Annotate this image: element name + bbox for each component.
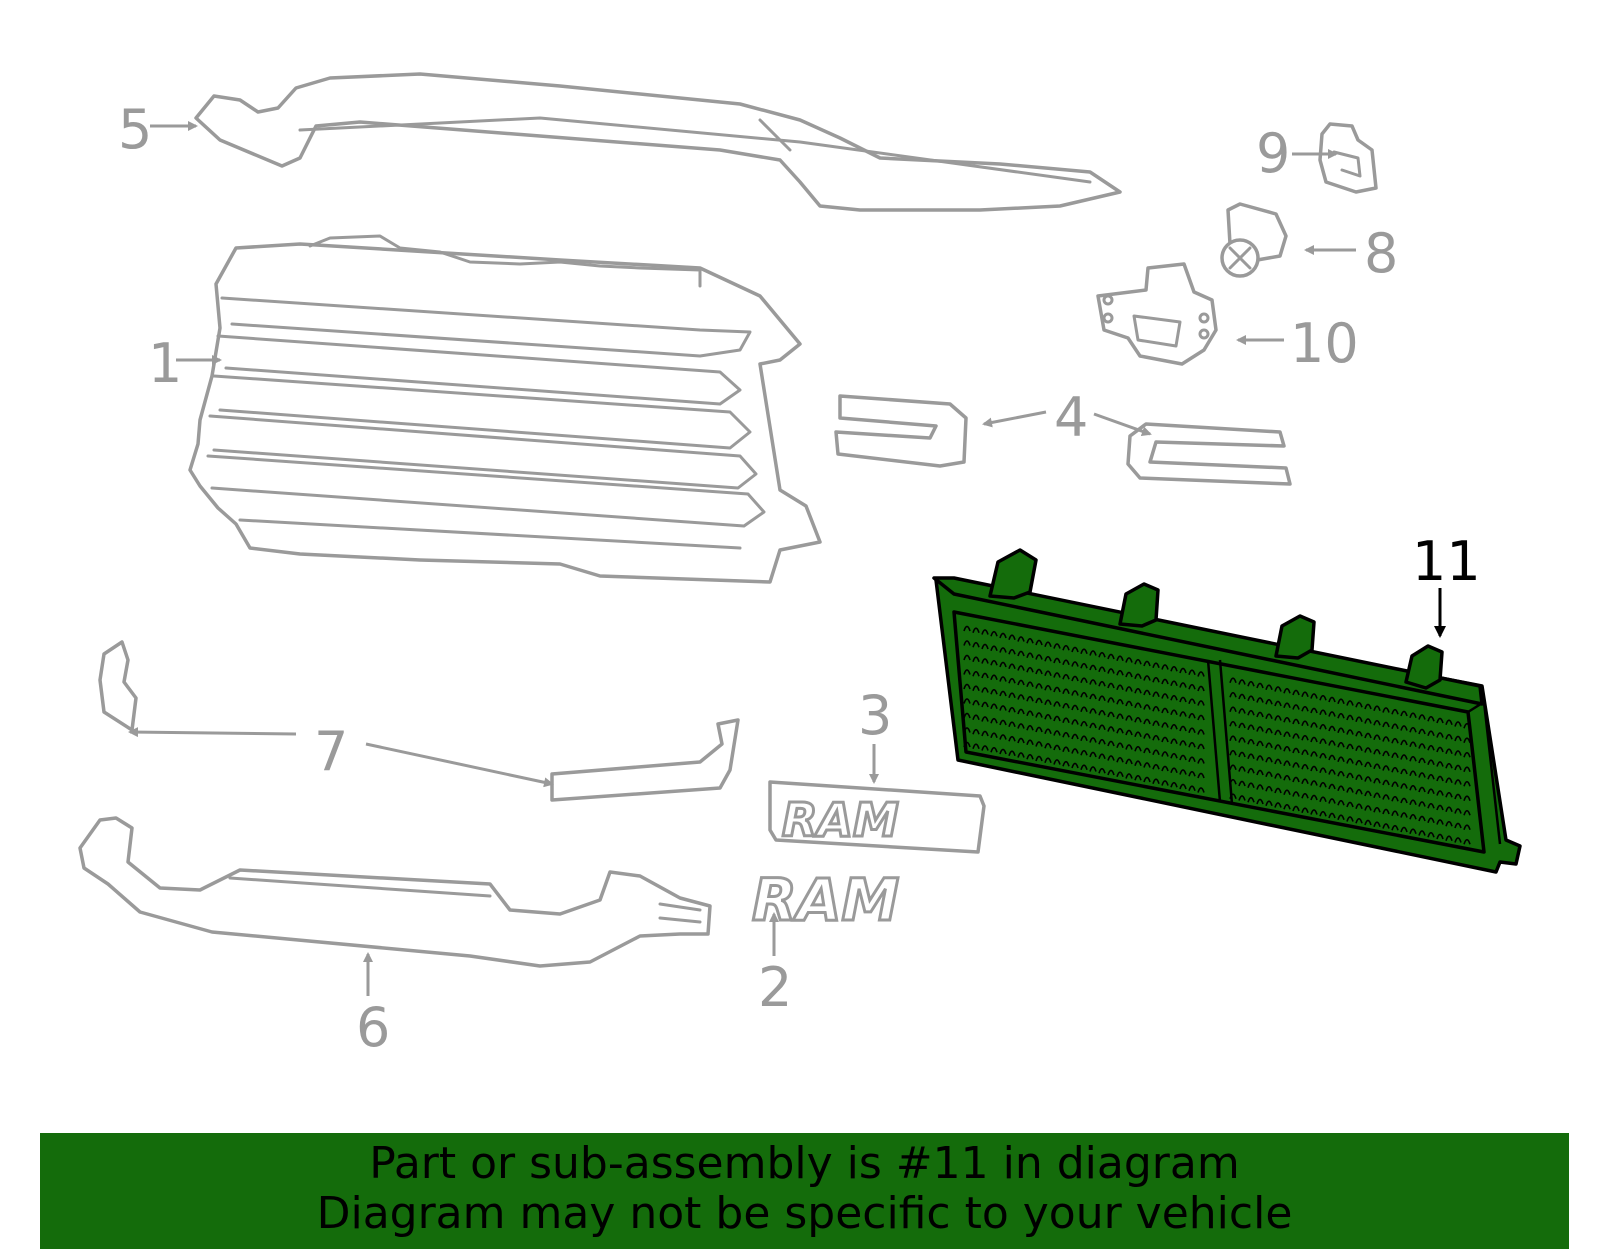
part-1-grille-shell bbox=[188, 234, 822, 584]
callout-1: 1 bbox=[148, 332, 182, 395]
emblem-upper-text: RAM bbox=[782, 793, 899, 847]
part-11-grille-insert bbox=[932, 548, 1522, 874]
part-9-clip bbox=[1318, 122, 1378, 194]
info-banner: Part or sub-assembly is #11 in diagram D… bbox=[40, 1133, 1569, 1249]
part-8-fastener bbox=[1220, 202, 1288, 278]
callout-11: 11 bbox=[1412, 530, 1481, 593]
callout-4: 4 bbox=[1054, 386, 1088, 449]
callout-8: 8 bbox=[1364, 222, 1398, 285]
grille-insert-slots bbox=[963, 625, 1471, 845]
callouts: 5 1 9 8 10 4 7 3 2 6 11 bbox=[118, 98, 1481, 1059]
part-10-mount-bracket bbox=[1096, 262, 1218, 366]
callout-10: 10 bbox=[1290, 312, 1359, 375]
callout-7: 7 bbox=[314, 720, 348, 783]
part-2-emblem: RAM bbox=[751, 865, 901, 936]
banner-line-2: Diagram may not be specific to your vehi… bbox=[316, 1188, 1293, 1239]
part-4-badges bbox=[834, 394, 1292, 486]
part-5-upper-bracket bbox=[194, 72, 1122, 212]
banner-line-1: Part or sub-assembly is #11 in diagram bbox=[369, 1138, 1240, 1189]
part-7-trim bbox=[98, 640, 740, 802]
callout-6: 6 bbox=[356, 996, 390, 1059]
callout-3: 3 bbox=[858, 684, 892, 747]
part-3-emblem-bezel: RAM bbox=[768, 780, 986, 854]
callout-2: 2 bbox=[758, 956, 792, 1019]
callout-5: 5 bbox=[118, 98, 152, 161]
callout-9: 9 bbox=[1256, 122, 1290, 185]
emblem-lower-text: RAM bbox=[752, 866, 899, 934]
parts-diagram: RAM RAM 5 1 9 8 10 4 7 bbox=[78, 72, 1522, 1059]
part-6-lower-bracket bbox=[78, 816, 712, 968]
